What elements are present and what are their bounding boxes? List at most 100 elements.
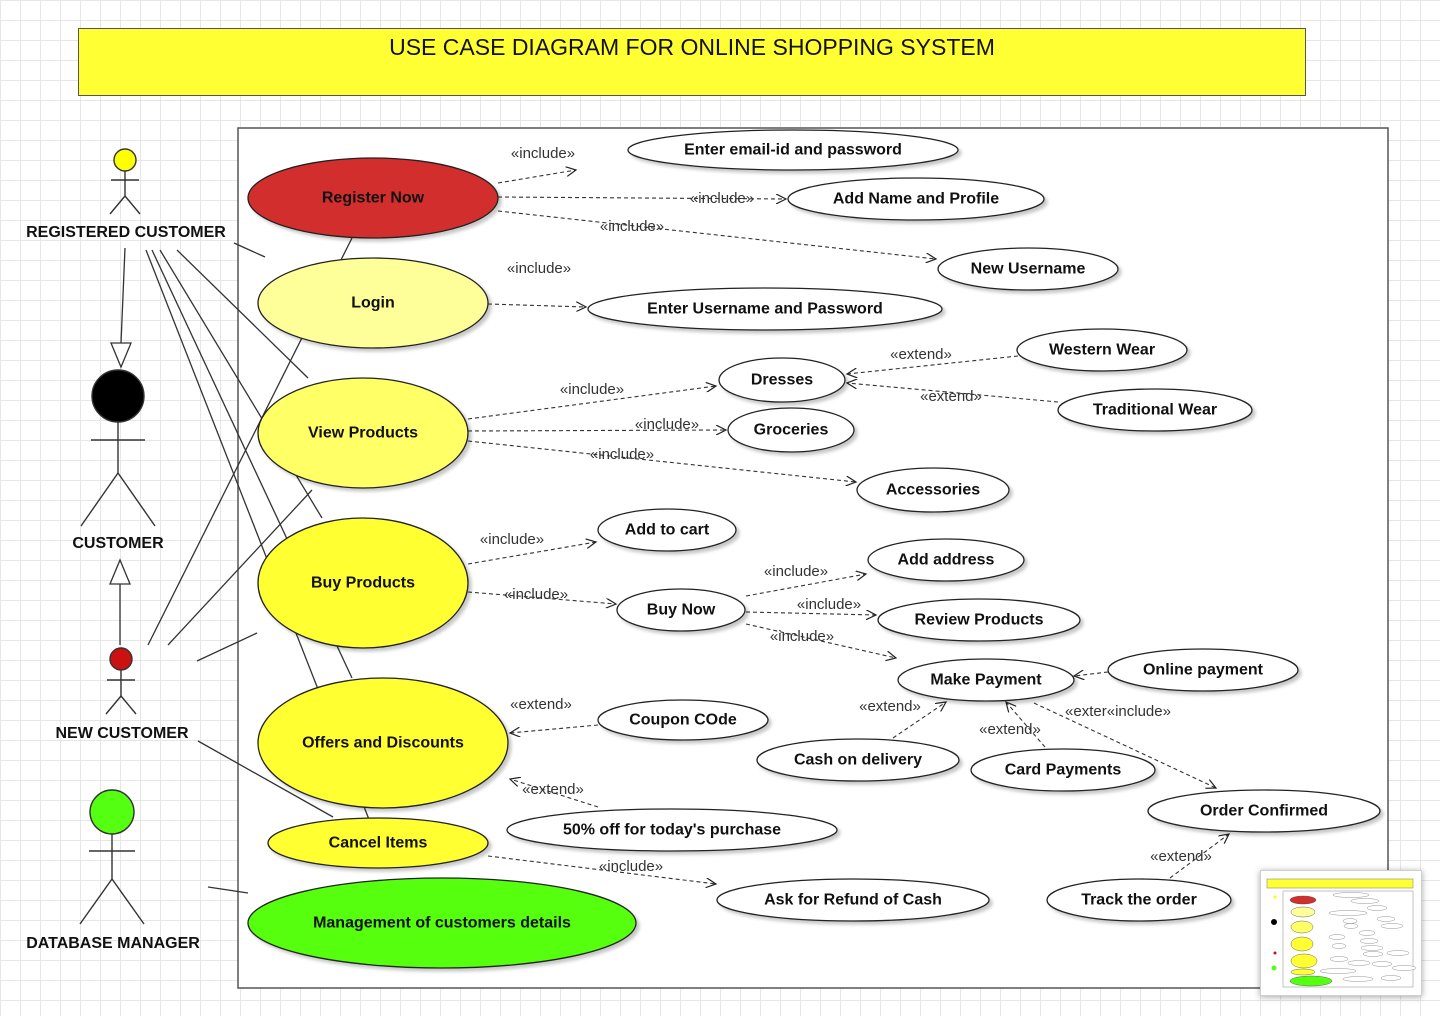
use-case-offers-discounts[interactable] bbox=[257, 677, 509, 809]
rel-label: «include» bbox=[764, 563, 828, 580]
use-case-western-wear[interactable] bbox=[1016, 328, 1188, 372]
coupon-code-label: Coupon COde bbox=[629, 712, 737, 729]
management-label: Management of customers details bbox=[313, 915, 571, 932]
rel-label: «extend» bbox=[890, 346, 952, 363]
use-case-refund[interactable] bbox=[716, 878, 990, 922]
cancel-items-label: Cancel Items bbox=[329, 835, 428, 852]
rel-label: «extend» bbox=[510, 696, 572, 713]
rel-label: «include» bbox=[560, 381, 624, 398]
use-case-view-products[interactable] bbox=[257, 377, 469, 489]
use-case-review-products[interactable] bbox=[877, 598, 1081, 642]
assoc-dm-management bbox=[207, 886, 249, 894]
use-case-order-confirmed[interactable] bbox=[1147, 789, 1381, 833]
database-manager-label: DATABASE MANAGER bbox=[26, 935, 200, 952]
name-profile-label: Add Name and Profile bbox=[833, 191, 999, 208]
use-case-make-payment[interactable] bbox=[897, 658, 1075, 702]
use-case-coupon-code[interactable] bbox=[597, 699, 769, 741]
use-case-buy-now[interactable] bbox=[616, 588, 746, 632]
dependency-arrows bbox=[467, 170, 1229, 884]
rel-label: «extend» bbox=[979, 721, 1041, 738]
use-case-accessories[interactable] bbox=[856, 467, 1010, 513]
use-case-name-profile[interactable] bbox=[787, 177, 1045, 221]
traditional-wear-label: Traditional Wear bbox=[1093, 402, 1217, 419]
username-password-label: Enter Username and Password bbox=[647, 301, 883, 318]
use-case-cash-on-delivery[interactable] bbox=[756, 738, 960, 782]
use-case-track-order[interactable] bbox=[1046, 878, 1232, 922]
use-case-new-username[interactable] bbox=[937, 247, 1119, 291]
rel-label: «include» bbox=[507, 260, 571, 277]
assoc-nc-view bbox=[167, 489, 313, 646]
rel-label: «include» bbox=[590, 446, 654, 463]
registered-customer-label: REGISTERED CUSTOMER bbox=[26, 224, 226, 241]
use-case-register-now[interactable] bbox=[247, 157, 499, 239]
diagram-title: USE CASE DIAGRAM FOR ONLINE SHOPPING SYS… bbox=[78, 28, 1306, 96]
accessories-label: Accessories bbox=[886, 482, 980, 499]
rel-label: «include» bbox=[511, 145, 575, 162]
use-case-groceries[interactable] bbox=[727, 407, 855, 453]
groceries-label: Groceries bbox=[754, 422, 829, 439]
use-case-dresses[interactable] bbox=[718, 357, 846, 403]
assoc-rc-register bbox=[233, 242, 266, 258]
buy-products-label: Buy Products bbox=[311, 575, 415, 592]
new-customer-head bbox=[109, 647, 133, 671]
new-customer-label: NEW CUSTOMER bbox=[55, 725, 188, 742]
actor-customer[interactable] bbox=[80, 369, 156, 527]
review-products-label: Review Products bbox=[915, 612, 1044, 629]
use-case-add-to-cart[interactable] bbox=[597, 508, 737, 552]
rel-label: «include» bbox=[770, 628, 834, 645]
database-manager-head bbox=[89, 789, 135, 835]
rel-label: «extend» bbox=[522, 781, 584, 798]
assoc-rc-view bbox=[176, 249, 309, 379]
track-order-label: Track the order bbox=[1081, 892, 1197, 909]
use-case-buy-products[interactable] bbox=[257, 517, 469, 649]
rel-label: «exter«include» bbox=[1065, 703, 1171, 720]
use-case-traditional-wear[interactable] bbox=[1057, 388, 1253, 432]
email-password-label: Enter email-id and password bbox=[684, 142, 902, 159]
rel-label: «extend» bbox=[1150, 848, 1212, 865]
actor-registered-customer[interactable] bbox=[109, 148, 141, 215]
diagram-outline-minimap[interactable] bbox=[1260, 870, 1422, 996]
login-label: Login bbox=[351, 295, 395, 312]
rel-label: «include» bbox=[600, 218, 664, 235]
use-case-cancel-items[interactable] bbox=[267, 817, 489, 869]
new-username-label: New Username bbox=[971, 261, 1086, 278]
use-case-username-password[interactable] bbox=[587, 287, 943, 331]
western-wear-label: Western Wear bbox=[1049, 342, 1155, 359]
add-to-cart-label: Add to cart bbox=[625, 522, 710, 539]
rel-label: «include» bbox=[480, 531, 544, 548]
rel-label: «extend» bbox=[920, 388, 982, 405]
refund-label: Ask for Refund of Cash bbox=[764, 892, 942, 909]
use-case-add-address[interactable] bbox=[867, 538, 1025, 582]
rel-label: «include» bbox=[599, 858, 663, 875]
use-case-login[interactable] bbox=[257, 257, 489, 349]
register-now-label: Register Now bbox=[322, 190, 425, 207]
rel-label: «extend» bbox=[859, 698, 921, 715]
minimap-thumbnail bbox=[1266, 878, 1417, 988]
use-case-management[interactable] bbox=[247, 877, 637, 969]
customer-label: CUSTOMER bbox=[72, 535, 164, 552]
dresses-label: Dresses bbox=[751, 372, 813, 389]
add-address-label: Add address bbox=[898, 552, 995, 569]
use-case-online-payment[interactable] bbox=[1107, 648, 1299, 692]
rel-label: «include» bbox=[635, 416, 699, 433]
rel-label: «include» bbox=[690, 190, 754, 207]
actor-database-manager[interactable] bbox=[79, 789, 145, 925]
use-case-email-password[interactable] bbox=[627, 129, 959, 171]
actor-new-customer[interactable] bbox=[105, 647, 137, 715]
assoc-nc-buy bbox=[196, 632, 258, 662]
use-case-fifty-off[interactable] bbox=[506, 808, 838, 852]
card-payments-label: Card Payments bbox=[1005, 762, 1122, 779]
cash-on-delivery-label: Cash on delivery bbox=[794, 752, 922, 769]
fifty-off-label: 50% off for today's purchase bbox=[563, 822, 781, 839]
buy-now-label: Buy Now bbox=[647, 602, 716, 619]
make-payment-label: Make Payment bbox=[930, 672, 1042, 689]
rel-label: «include» bbox=[797, 596, 861, 613]
offers-discounts-label: Offers and Discounts bbox=[302, 735, 464, 752]
generalization-lines bbox=[109, 247, 132, 645]
use-case-card-payments[interactable] bbox=[970, 748, 1156, 792]
registered-customer-head bbox=[113, 148, 137, 172]
assoc-nc-cancel bbox=[197, 740, 334, 818]
view-products-label: View Products bbox=[308, 425, 418, 442]
rel-label: «include» bbox=[504, 586, 568, 603]
